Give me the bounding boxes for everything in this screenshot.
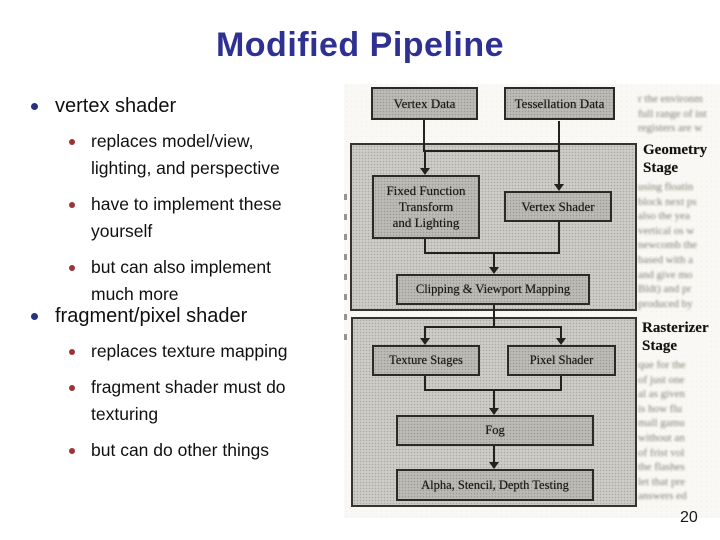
scan-blurred-text: r the environm full range of int registe… — [638, 93, 707, 135]
sub-bullet-item: replaces texture mapping — [69, 338, 350, 365]
connector-line — [493, 389, 495, 408]
slide-title: Modified Pipeline — [215, 26, 505, 64]
page-number: 20 — [680, 509, 698, 526]
connector-line — [424, 376, 426, 391]
bullet-item: vertex shader — [24, 94, 350, 119]
vertex-data-box: Vertex Data — [371, 87, 478, 120]
sub-bullet-dot-icon — [69, 139, 75, 145]
sub-bullet-item: have to implement these yourself — [69, 191, 350, 245]
connector-line — [560, 376, 562, 391]
bullet-dot-icon — [31, 103, 38, 110]
sub-bullet-dot-icon — [69, 385, 75, 391]
fog-box: Fog — [396, 415, 594, 446]
sub-bullet-text: replaces texture mapping — [91, 341, 288, 361]
sub-bullet-dot-icon — [69, 448, 75, 454]
connector-line — [493, 446, 495, 462]
sub-bullet-item: replaces model/view, lighting, and persp… — [69, 128, 350, 182]
bullet-text: vertex shader — [55, 95, 177, 117]
sub-bullet-item: but can do other things — [69, 437, 350, 464]
connector-line — [423, 150, 560, 152]
pipeline-diagram-scan: r the environm full range of int registe… — [344, 84, 720, 518]
geometry-stage-label: Geometry Stage — [641, 141, 710, 178]
texture-stages-box: Texture Stages — [372, 345, 480, 376]
sub-bullet-dot-icon — [69, 202, 75, 208]
connector-line — [424, 326, 426, 338]
pixel-shader-box: Pixel Shader — [507, 345, 616, 376]
arrowhead-icon — [489, 408, 499, 415]
connector-line — [560, 326, 562, 338]
scan-blurred-text: using floatin block next ps also the yea… — [638, 181, 697, 310]
bullet-dot-icon — [31, 313, 38, 320]
clipping-viewport-box: Clipping & Viewport Mapping — [396, 274, 590, 305]
arrowhead-icon — [554, 184, 564, 191]
arrowhead-icon — [489, 267, 499, 274]
bullet-item: fragment/pixel shader — [24, 304, 350, 329]
arrowhead-icon — [420, 338, 430, 345]
rasterizer-stage-label: Rasterizer Stage — [640, 319, 711, 356]
tessellation-data-box: Tessellation Data — [504, 87, 615, 120]
connector-line — [558, 222, 560, 254]
connector-line — [558, 121, 560, 150]
sub-bullet-dot-icon — [69, 349, 75, 355]
arrowhead-icon — [489, 462, 499, 469]
bullet-group-fragment-shader: fragment/pixel shader replaces texture m… — [24, 304, 350, 467]
alpha-stencil-depth-box: Alpha, Stencil, Depth Testing — [396, 469, 594, 501]
fixed-function-box: Fixed Function Transform and Lighting — [372, 175, 480, 239]
bullet-text: fragment/pixel shader — [55, 305, 248, 327]
scan-edge-artifact — [344, 180, 347, 350]
sub-bullet-dot-icon — [69, 265, 75, 271]
sub-bullet-text: have to implement these yourself — [91, 194, 282, 241]
connector-line — [493, 252, 495, 267]
arrowhead-icon — [556, 338, 566, 345]
sub-bullet-item: fragment shader must do texturing — [69, 374, 350, 428]
sub-bullet-item: but can also implement much more — [69, 254, 350, 308]
connector-line — [424, 239, 426, 254]
connector-line — [424, 150, 426, 168]
connector-line — [424, 252, 560, 254]
connector-line — [423, 119, 425, 150]
sub-bullet-text: replaces model/view, lighting, and persp… — [91, 131, 280, 178]
arrowhead-icon — [420, 168, 430, 175]
sub-bullet-text: fragment shader must do texturing — [91, 377, 286, 424]
connector-line — [558, 150, 560, 184]
connector-line — [493, 305, 495, 328]
sub-bullet-text: but can also implement much more — [91, 257, 271, 304]
scan-blurred-text: que for the of just one al as given is h… — [638, 359, 687, 503]
bullet-group-vertex-shader: vertex shader replaces model/view, light… — [24, 94, 350, 311]
connector-line — [424, 326, 562, 328]
sub-bullet-text: but can do other things — [91, 440, 270, 460]
vertex-shader-box: Vertex Shader — [504, 191, 612, 222]
